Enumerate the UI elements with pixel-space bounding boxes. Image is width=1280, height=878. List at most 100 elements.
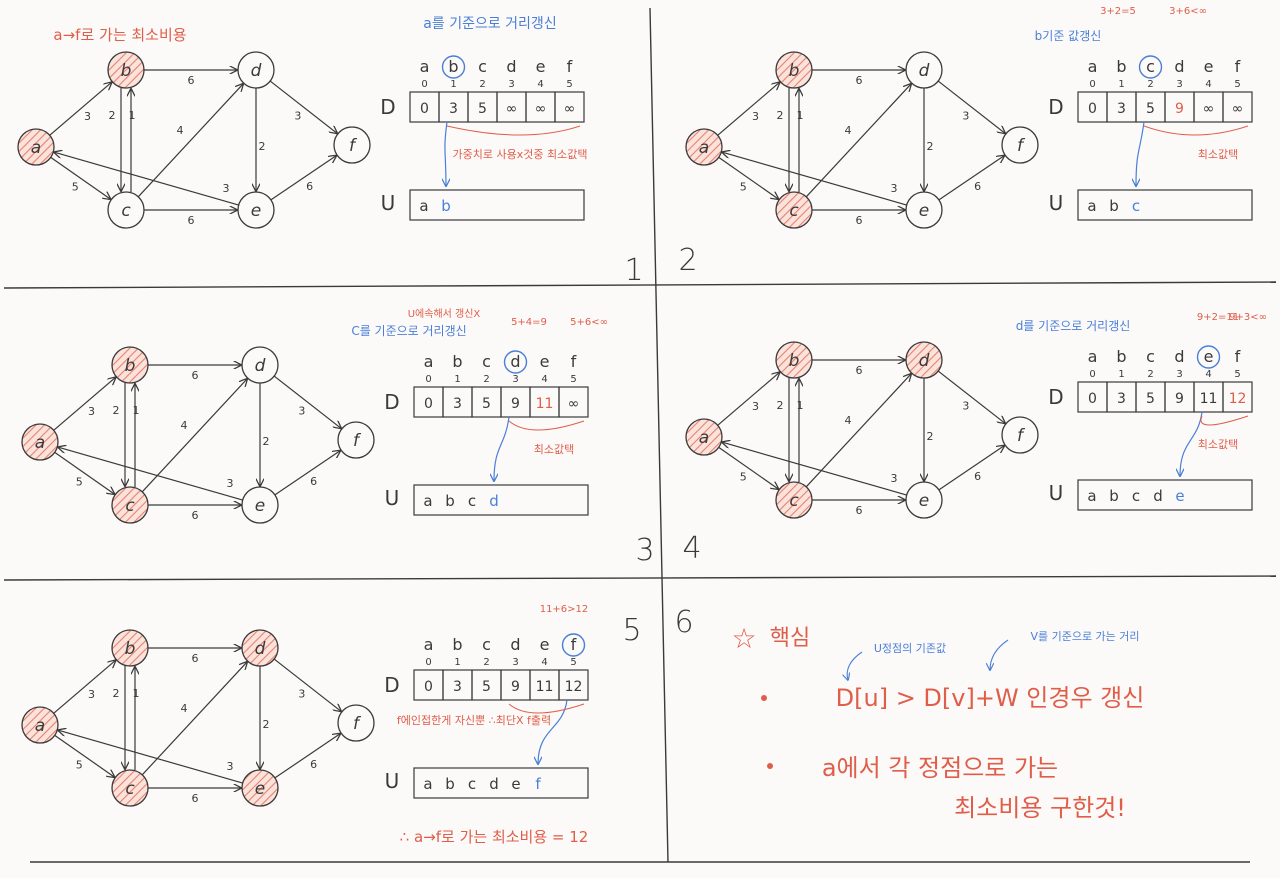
edge-weight-c-d: 4 bbox=[181, 702, 188, 715]
col-label-f: f bbox=[1235, 57, 1241, 76]
u-item-a: a bbox=[1087, 487, 1096, 505]
edge-a-c bbox=[54, 734, 115, 777]
step-number-4: 4 bbox=[682, 531, 701, 566]
edge-weight-e-f: 6 bbox=[974, 470, 981, 483]
calc-note-0: 11+6>12 bbox=[540, 604, 589, 615]
node-circle bbox=[905, 481, 943, 519]
edge-weight-b-d: 6 bbox=[192, 652, 199, 665]
edge-e-f bbox=[274, 451, 340, 496]
col-index-1: 1 bbox=[450, 79, 456, 90]
node-label: c bbox=[125, 496, 135, 516]
edge-weight-c-e: 6 bbox=[856, 504, 863, 517]
edge-weight-b-d: 6 bbox=[192, 369, 199, 382]
edge-weight-c-e: 6 bbox=[192, 509, 199, 522]
col-index-2: 2 bbox=[479, 79, 485, 90]
edge-e-a bbox=[58, 447, 243, 501]
d-value-4: ∞ bbox=[1203, 101, 1215, 117]
edge-weight-b-c: 2 bbox=[109, 109, 116, 122]
selected-column-circle bbox=[1196, 345, 1221, 369]
edge-weight-a-c: 5 bbox=[740, 181, 747, 194]
node-e: e bbox=[905, 191, 943, 229]
node-label: d bbox=[919, 61, 930, 81]
node-circle bbox=[1001, 126, 1039, 164]
edge-a-c bbox=[50, 156, 111, 199]
node-circle bbox=[775, 481, 813, 519]
d-value-5: 12 bbox=[565, 679, 583, 695]
col-index-2: 2 bbox=[1147, 79, 1153, 90]
edge-weight-d-f: 3 bbox=[962, 109, 969, 122]
u-set-label: U bbox=[1049, 481, 1064, 505]
d-value-3: 9 bbox=[1175, 391, 1184, 407]
u-set-label: U bbox=[385, 769, 400, 793]
u-set-label: U bbox=[385, 486, 400, 510]
node-label: a bbox=[699, 428, 709, 448]
step-number-6: 6 bbox=[674, 605, 693, 640]
node-label: d bbox=[919, 351, 930, 371]
u-item-e: e bbox=[1175, 487, 1184, 505]
node-d: d bbox=[241, 346, 279, 384]
edge-weight-b-c: 2 bbox=[777, 399, 784, 412]
summary-title: 핵심 bbox=[770, 626, 810, 651]
calc-note-1: 5+4=9 bbox=[511, 317, 547, 328]
divider-horizontal-2 bbox=[3, 575, 1277, 581]
note-v-distance: V를 기준으로 가는 거리 bbox=[1030, 630, 1139, 643]
node-label: c bbox=[789, 201, 799, 221]
node-circle bbox=[241, 486, 279, 524]
edge-weight-a-c: 5 bbox=[76, 759, 83, 772]
min-select-arrow bbox=[1180, 411, 1203, 476]
col-index-3: 3 bbox=[512, 374, 518, 385]
candidate-bracket bbox=[508, 703, 585, 714]
calc-note-1: 3+6<∞ bbox=[1169, 6, 1207, 17]
edge-weight-c-d: 4 bbox=[845, 414, 852, 427]
d-value-5: 12 bbox=[1229, 391, 1247, 407]
u-item-b: b bbox=[1109, 197, 1119, 215]
u-item-c: c bbox=[468, 492, 476, 510]
node-circle bbox=[775, 341, 813, 379]
col-index-1: 1 bbox=[1118, 369, 1124, 380]
node-a: a bbox=[17, 128, 55, 166]
calc-note-0: 9+2=11 bbox=[1197, 312, 1239, 323]
node-a: a bbox=[21, 423, 59, 461]
col-label-a: a bbox=[424, 635, 434, 654]
edge-weight-d-f: 3 bbox=[298, 404, 305, 417]
step-annotation: b기준 값갱신 bbox=[1035, 29, 1102, 43]
note-v-arrow bbox=[990, 639, 1009, 670]
d-cell-5 bbox=[1222, 381, 1253, 413]
bullet-dot-1 bbox=[761, 695, 767, 701]
node-f: f bbox=[337, 421, 375, 459]
edge-c-d bbox=[137, 84, 243, 198]
u-set-label: U bbox=[381, 191, 396, 215]
edge-a-c bbox=[718, 156, 779, 199]
node-d: d bbox=[905, 51, 943, 89]
col-label-a: a bbox=[1088, 347, 1098, 366]
node-e: e bbox=[241, 769, 279, 807]
node-label: b bbox=[125, 356, 136, 376]
node-b: b bbox=[775, 51, 813, 89]
u-item-b: b bbox=[445, 775, 455, 793]
node-c: c bbox=[775, 191, 813, 229]
d-value-0: 0 bbox=[420, 101, 429, 117]
col-label-e: e bbox=[540, 352, 550, 371]
edge-a-c bbox=[718, 446, 779, 489]
edge-weight-e-a: 3 bbox=[227, 477, 234, 490]
edge-a-b bbox=[717, 82, 780, 136]
col-label-e: e bbox=[1204, 347, 1214, 366]
edge-weight-a-b: 3 bbox=[752, 110, 759, 123]
col-label-b: b bbox=[448, 57, 458, 76]
d-array-label: D bbox=[384, 390, 399, 414]
d-value-3: 9 bbox=[511, 679, 520, 695]
bullet-result-line1: a에서 각 정점으로 가는 bbox=[822, 754, 1058, 782]
edge-e-f bbox=[274, 734, 340, 779]
col-index-4: 4 bbox=[537, 79, 543, 90]
node-label: a bbox=[31, 138, 41, 158]
d-value-5: ∞ bbox=[1232, 101, 1244, 117]
node-d: d bbox=[905, 341, 943, 379]
edge-weight-c-b: 1 bbox=[133, 404, 140, 417]
candidate-bracket bbox=[508, 420, 585, 431]
edge-d-f bbox=[937, 80, 1005, 133]
